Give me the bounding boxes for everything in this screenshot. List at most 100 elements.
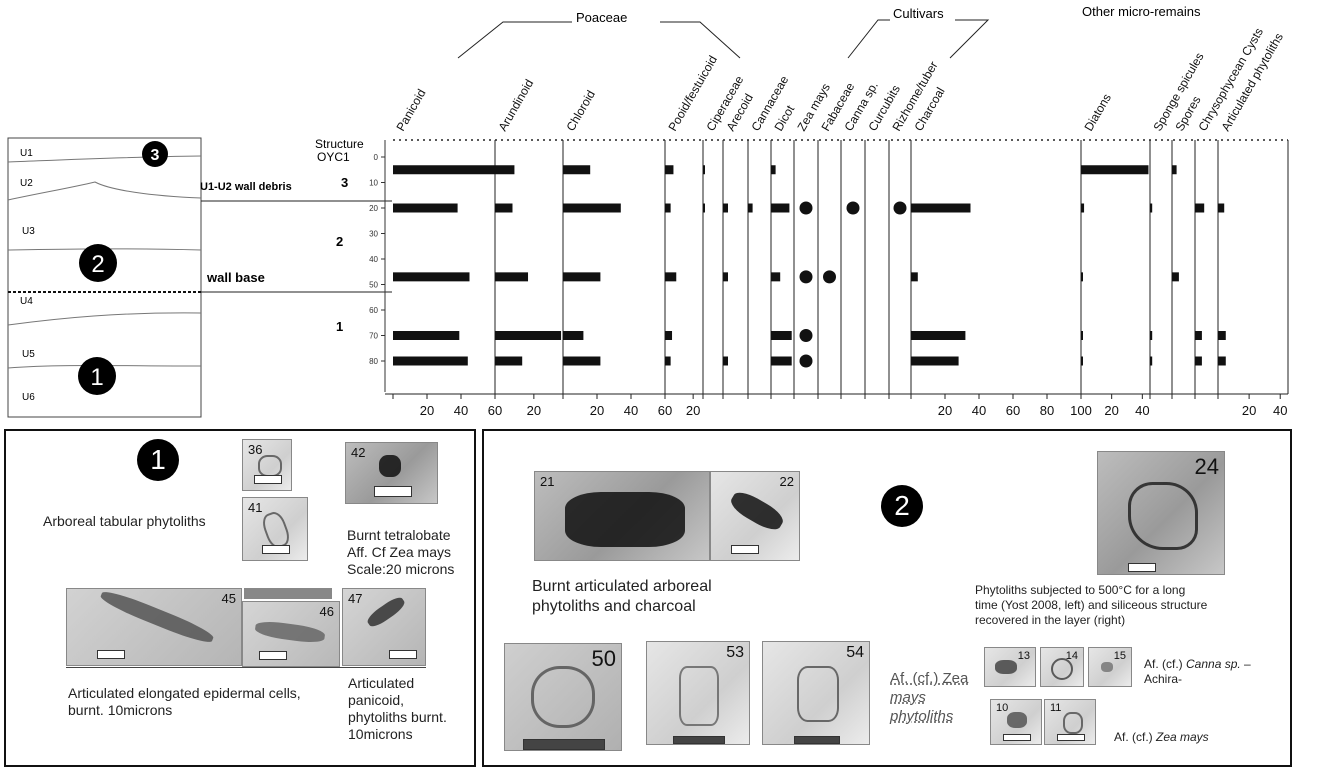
charcoal-shape: [565, 492, 685, 547]
data-bar: [1172, 165, 1177, 175]
heat-caption-line: Phytoliths subjected to 500°C for a long: [975, 583, 1186, 597]
group-headings: Poaceae Cultivars Other micro-remains: [457, 4, 1201, 59]
taxon-column: Arecoid: [722, 91, 756, 399]
zea-mays-caption-taxon: Zea mays: [1156, 730, 1209, 744]
profile-marker-1: 1: [90, 364, 103, 391]
data-bar: [495, 165, 515, 175]
phytolith-photo: 54: [762, 641, 870, 745]
x-tick-label: 20: [420, 403, 434, 418]
data-bar: [393, 331, 460, 340]
x-tick-label: 60: [1006, 403, 1020, 418]
data-bar: [771, 272, 781, 282]
data-bar: [1218, 331, 1226, 340]
data-bar: [1150, 203, 1153, 213]
tetralobate-shape: [379, 455, 401, 477]
zea-caption: Af. (cf.) Zea mays phytoliths: [890, 669, 968, 726]
phytolith-shape: [531, 666, 595, 728]
data-bar: [665, 203, 671, 213]
photo-number: 10: [996, 702, 1009, 714]
presence-dot: [799, 270, 813, 284]
data-bar: [911, 272, 918, 282]
taxon-column: Dicot: [770, 102, 798, 399]
depth-tick-label: 40: [369, 255, 378, 264]
scale-bar: [259, 651, 287, 660]
data-bar: [911, 203, 971, 213]
scale-bar: [262, 545, 290, 554]
x-tick-label: 40: [1135, 403, 1149, 418]
elongated-cell-shape: [254, 619, 326, 645]
phytolith-shape: [1063, 712, 1083, 734]
data-bar: [563, 203, 621, 213]
panel-2: 21 22 Burnt articulated arboreal phytoli…: [482, 429, 1292, 767]
group-cultivars-label: Cultivars: [893, 6, 944, 21]
photo-number: 14: [1065, 650, 1078, 662]
poaceae-bracket: [457, 21, 572, 59]
unit-label: U3: [22, 226, 35, 237]
phytolith-photo: 10: [990, 699, 1042, 745]
panicoid-caption: Articulated panicoid, phytoliths burnt. …: [348, 675, 447, 743]
x-tick-label: 60: [658, 403, 672, 418]
x-tick-label: 20: [527, 403, 541, 418]
profile-marker-badge: [78, 357, 116, 395]
data-bar: [393, 203, 458, 213]
phytolith-shape: [1007, 712, 1027, 728]
profile-marker-2: 2: [91, 251, 104, 278]
data-bar: [563, 272, 601, 282]
photo-number: 53: [726, 644, 744, 661]
scale-bar: [731, 545, 759, 554]
x-tick-label: 20: [938, 403, 952, 418]
data-bar: [563, 356, 601, 366]
photo-number: 21: [540, 474, 555, 489]
structure-sublabel: OYC1: [317, 150, 350, 164]
data-bar: [1195, 203, 1205, 213]
wall-annotations: U1-U2 wall debris wall base: [200, 181, 392, 293]
tetralobate-caption-line: Scale:20 microns: [347, 561, 455, 577]
data-bar: [495, 356, 523, 366]
unit-label: U6: [22, 392, 35, 403]
profile-line: [7, 155, 202, 163]
panel-1: 1 Arboreal tabular phytoliths 36 41 42 B…: [4, 429, 476, 767]
phytolith-photo: 14: [1040, 647, 1084, 687]
x-tick-label: 40: [454, 403, 468, 418]
poaceae-bracket-right: [660, 21, 741, 59]
depth-tick-label: 30: [369, 230, 378, 239]
depth-tick-label: 60: [369, 306, 378, 315]
profile-marker-3: 3: [151, 147, 160, 164]
data-bar: [1218, 356, 1226, 366]
structure-label: Structure: [315, 137, 364, 151]
photo-number: 15: [1113, 650, 1126, 662]
phytolith-photo: 15: [1088, 647, 1132, 687]
phytolith-shape: [995, 660, 1017, 674]
heat-caption-line: time (Yost 2008, left) and siliceous str…: [975, 598, 1208, 612]
zea-caption-text: phytoliths: [890, 708, 954, 725]
photo-number: 45: [221, 591, 236, 606]
elongated-caption: Articulated elongated epidermal cells, b…: [68, 685, 301, 719]
canna-caption-line: Achira-: [1144, 672, 1183, 686]
photo-number: 47: [348, 591, 363, 606]
scale-bar: [97, 650, 125, 659]
x-tick-label: 40: [624, 403, 638, 418]
elongated-cell-shape: [98, 587, 216, 647]
phase-label: 3: [341, 175, 348, 190]
phytolith-photo: 42: [345, 442, 438, 504]
photo-number: 54: [846, 644, 864, 661]
burnt-caption-line: phytoliths and charcoal: [532, 598, 696, 615]
photo-number: 50: [591, 646, 616, 671]
canna-caption-text: –: [1240, 657, 1251, 671]
wall-debris-label: U1-U2 wall debris: [200, 181, 292, 193]
presence-dot: [799, 329, 813, 342]
zea-mays-caption: Af. (cf.) Zea mays: [1114, 729, 1209, 746]
cultivars-bracket-right: [949, 19, 990, 59]
scale-bar: [389, 650, 417, 659]
zea-caption-line: Af. (cf.) Zea: [890, 669, 968, 688]
data-bar: [1150, 331, 1153, 340]
data-bar: [665, 331, 673, 340]
x-tick-label: 20: [686, 403, 700, 418]
panel-1-marker: 1: [137, 439, 179, 481]
phytolith-photo: 45: [66, 587, 242, 666]
photo-bar: [244, 588, 332, 599]
tetralobate-caption-line: Aff. Cf Zea mays: [347, 544, 451, 560]
photo-number: 24: [1194, 454, 1219, 479]
